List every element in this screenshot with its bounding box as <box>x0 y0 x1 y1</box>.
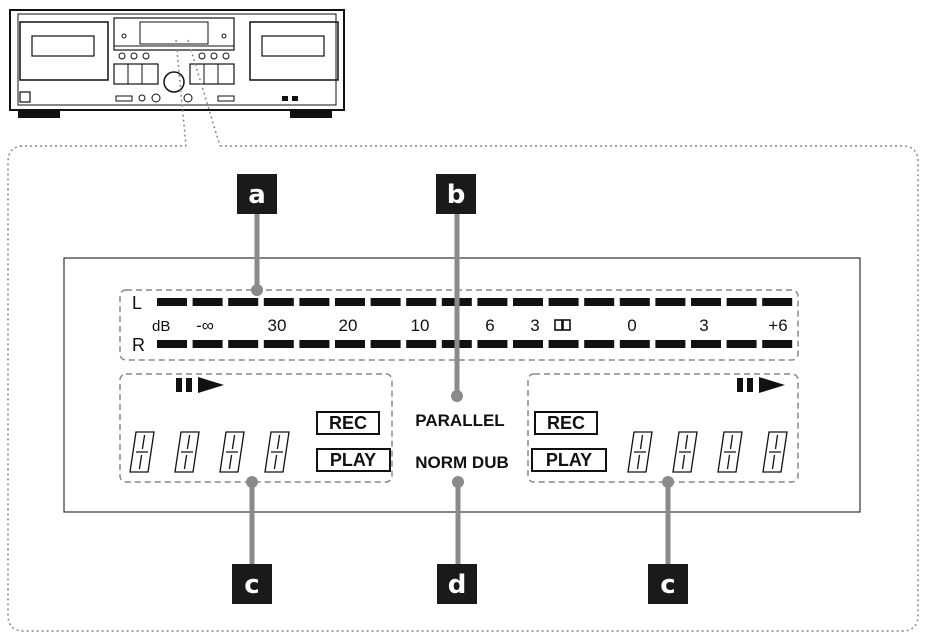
rec-indicator-right: REC <box>547 413 585 433</box>
meter-scale-label: 3 <box>530 316 539 335</box>
callout-d-label: d <box>448 570 467 600</box>
norm-dub-indicator: NORM DUB <box>415 453 509 472</box>
right-meter-segment <box>619 340 650 348</box>
callout-b: b <box>436 174 476 214</box>
left-channel-meter <box>157 298 793 306</box>
channel-label-right: R <box>132 335 145 355</box>
left-meter-segment <box>548 298 579 306</box>
meter-scale-label: 0 <box>627 316 636 335</box>
meter-scale-label: 20 <box>339 316 358 335</box>
rec-indicator-right-frame <box>534 411 598 435</box>
right-meter-segment <box>548 340 579 348</box>
right-meter-segment <box>762 340 793 348</box>
seven-segment-digit <box>717 431 743 473</box>
tape-counter-left <box>129 431 290 473</box>
right-meter-segment <box>228 340 259 348</box>
pause-play-icon-right <box>737 377 785 393</box>
right-meter-segment <box>726 340 757 348</box>
right-meter-segment <box>263 340 294 348</box>
play-indicator-right: PLAY <box>546 450 592 470</box>
left-meter-segment <box>655 298 686 306</box>
meter-scale-label: 6 <box>485 316 494 335</box>
pause-play-icon-left <box>176 377 224 393</box>
seven-segment-digit <box>672 431 698 473</box>
left-meter-segment <box>619 298 650 306</box>
rec-indicator-left-frame <box>316 411 380 435</box>
seven-segment-digit <box>219 431 245 473</box>
right-meter-segment <box>299 340 330 348</box>
play-indicator-left: PLAY <box>330 450 376 470</box>
left-meter-segment <box>762 298 793 306</box>
cassette-deck-illustration <box>9 9 345 118</box>
right-meter-segment <box>370 340 401 348</box>
seven-segment-digit <box>762 431 788 473</box>
rec-indicator-left: REC <box>329 413 367 433</box>
right-meter-segment <box>477 340 508 348</box>
meter-scale-label: -∞ <box>196 316 214 335</box>
right-meter-segment <box>157 340 187 348</box>
left-meter-segment <box>691 298 721 306</box>
leader-lines <box>246 210 674 566</box>
seven-segment-digit <box>627 431 653 473</box>
left-meter-segment <box>157 298 187 306</box>
callout-b-label: b <box>447 180 466 210</box>
right-channel-meter <box>157 340 793 348</box>
callout-a: a <box>237 174 277 214</box>
meter-scale-label: 30 <box>268 316 287 335</box>
left-meter-segment <box>192 298 223 306</box>
seven-segment-digit <box>129 431 155 473</box>
right-meter-segment <box>691 340 721 348</box>
meter-scale-label: +6 <box>768 316 787 335</box>
play-indicator-right-frame <box>531 448 607 472</box>
db-label: dB <box>152 318 170 335</box>
right-meter-segment <box>335 340 365 348</box>
tape-counter-right <box>627 431 788 473</box>
left-meter-segment <box>513 298 543 306</box>
left-meter-segment <box>406 298 437 306</box>
callout-c-left-label: c <box>244 570 259 600</box>
left-meter-segment <box>335 298 365 306</box>
meter-scale-label: 10 <box>411 316 430 335</box>
right-meter-segment <box>513 340 543 348</box>
right-meter-segment <box>655 340 686 348</box>
callout-a-label: a <box>248 180 266 210</box>
seven-segment-digit <box>264 431 290 473</box>
right-meter-segment <box>192 340 223 348</box>
meter-scale-label: 3 <box>699 316 708 335</box>
display-panel <box>63 257 861 513</box>
callout-d: d <box>437 564 477 604</box>
callout-c-right: c <box>648 564 688 604</box>
play-indicator-left-frame <box>316 448 391 472</box>
left-meter-segment <box>584 298 615 306</box>
left-meter-segment <box>370 298 401 306</box>
left-meter-segment <box>726 298 757 306</box>
callout-c-left: c <box>232 564 272 604</box>
left-meter-segment <box>263 298 294 306</box>
parallel-indicator: PARALLEL <box>415 411 504 430</box>
right-meter-segment <box>406 340 437 348</box>
callout-c-right-label: c <box>660 570 675 600</box>
left-meter-segment <box>299 298 330 306</box>
channel-label-left: L <box>132 293 142 313</box>
right-meter-segment <box>584 340 615 348</box>
enlarged-view-border <box>7 145 919 632</box>
left-meter-segment <box>477 298 508 306</box>
left-meter-segment <box>228 298 259 306</box>
seven-segment-digit <box>174 431 200 473</box>
peak-marker-icon <box>554 319 571 331</box>
